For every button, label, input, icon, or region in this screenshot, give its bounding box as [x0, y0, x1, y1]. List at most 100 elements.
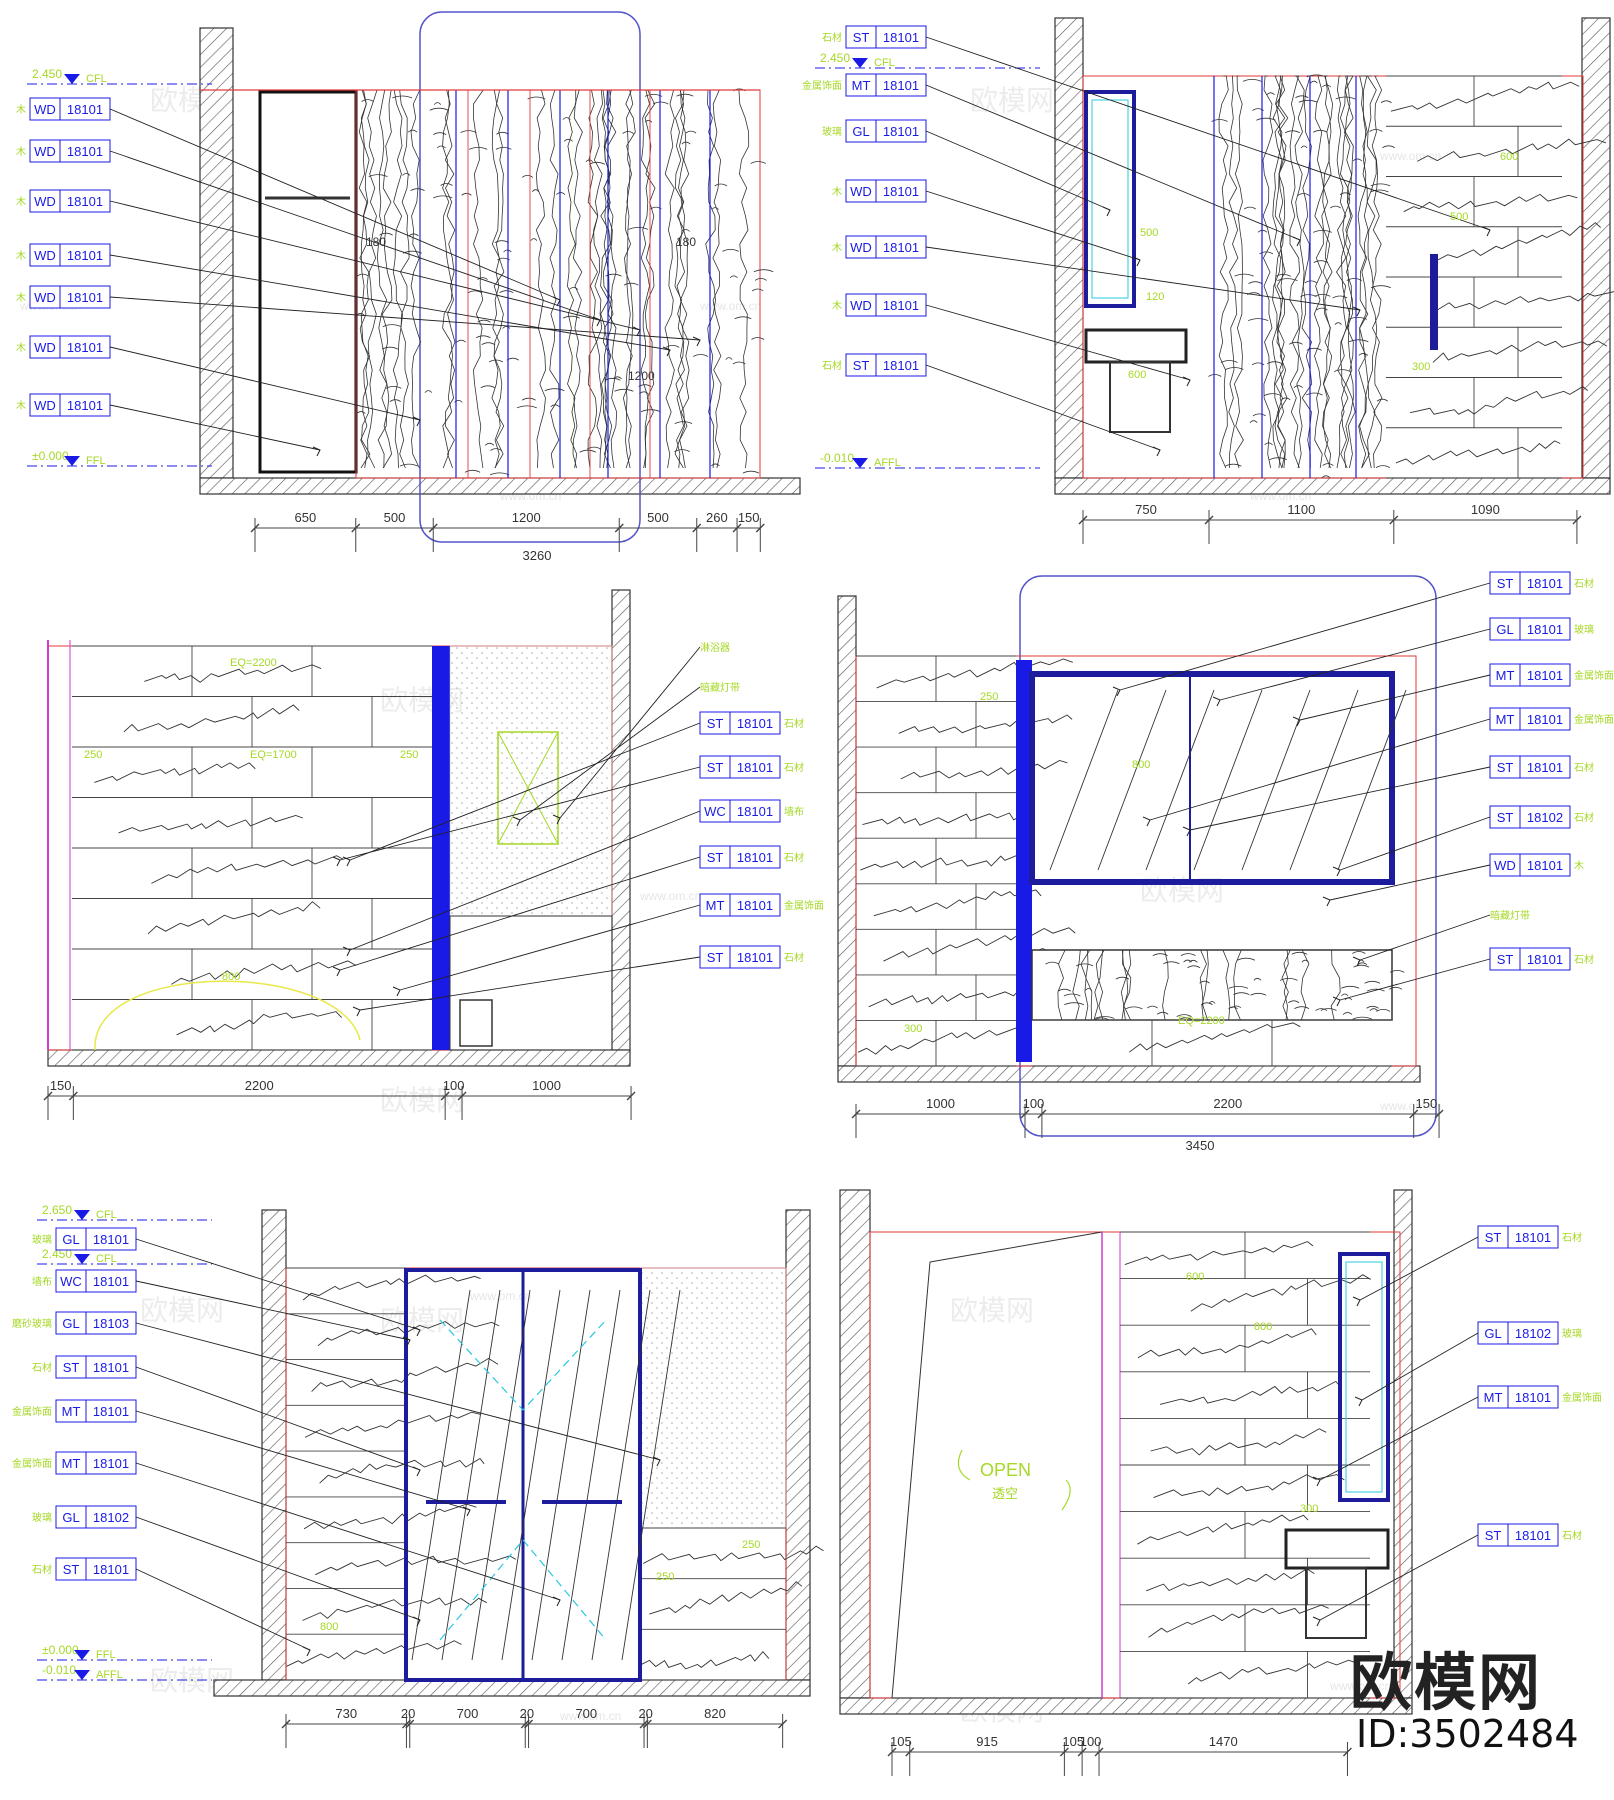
material-tag-code: MT: [1496, 712, 1515, 727]
material-tag-code: WC: [60, 1274, 82, 1289]
wood-grain-tick: [1334, 369, 1351, 372]
leader-arrow: [302, 1646, 311, 1657]
material-tag-suffix: 暗藏灯带: [700, 681, 740, 694]
wood-grain-line: [738, 89, 750, 469]
material-tag-code: WD: [34, 144, 56, 159]
wood-grain-tick: [1376, 1009, 1391, 1012]
wood-grain-tick: [1237, 957, 1256, 961]
material-tag-number: 18101: [883, 124, 919, 139]
wood-grain-tick: [1348, 339, 1369, 343]
wood-grain-line: [1228, 75, 1239, 469]
level-triangle: [74, 1670, 90, 1680]
material-tag-number: 18101: [1527, 712, 1563, 727]
wood-grain-tick: [1115, 976, 1130, 980]
wood-grain-line: [606, 89, 618, 469]
bathtub-outline: [94, 980, 361, 1051]
mirror-frame: [1084, 90, 1136, 308]
wood-grain-tick: [1314, 294, 1331, 297]
wood-grain-line: [1336, 75, 1347, 469]
note-value: 300: [1300, 1503, 1318, 1515]
note-value: 300: [904, 1023, 922, 1035]
glass-hatch: [561, 1289, 621, 1661]
wood-grain-line: [493, 89, 505, 469]
note-value: 250: [400, 749, 418, 761]
wood-grain-tick: [1233, 992, 1250, 996]
wood-grain-tick: [1348, 317, 1367, 320]
wood-grain-tick: [527, 96, 546, 100]
wood-grain-tick: [1038, 948, 1047, 951]
wood-grain-tick: [1228, 1006, 1238, 1010]
note-value: 250: [84, 749, 102, 761]
wood-grain-tick: [1320, 1008, 1337, 1011]
wood-grain-tick: [1313, 129, 1328, 133]
faint-watermark-brand: 欧模网: [970, 85, 1054, 116]
wood-grain-tick: [379, 232, 393, 236]
wood-grain-line: [1199, 949, 1208, 1021]
wood-grain-tick: [1242, 79, 1262, 82]
material-tag-number: 18101: [883, 30, 919, 45]
leader-line: [1359, 1236, 1479, 1301]
material-tag-number: 18101: [737, 898, 773, 913]
wood-grain-tick: [628, 227, 649, 230]
dimension-value: 260: [706, 510, 728, 525]
dimension-value: 20: [520, 1706, 534, 1721]
wood-grain-tick: [1382, 145, 1396, 149]
material-tag-prefix: 木: [832, 300, 842, 312]
dimension-tick: [887, 1747, 897, 1757]
wood-grain-tick: [433, 195, 453, 199]
level-tag: AFFL: [96, 1669, 123, 1681]
wood-grain-tick: [729, 275, 738, 279]
level-triangle: [74, 1210, 90, 1220]
level-value: ±0.000: [32, 449, 69, 463]
wood-grain-tick: [356, 273, 369, 277]
note-value: 800: [222, 971, 240, 983]
note-value: 800: [320, 1621, 338, 1633]
wood-grain-tick: [714, 183, 728, 187]
mirror-glass: [1345, 1261, 1383, 1493]
wood-grain-tick: [1045, 961, 1060, 965]
wood-grain-line: [622, 89, 634, 469]
wood-grain-tick: [433, 132, 447, 136]
leader-line: [925, 84, 1301, 241]
faint-watermark-brand: 欧模网: [950, 1295, 1034, 1326]
material-tag-suffix: 石材: [784, 717, 804, 730]
mirror-hatch: [1193, 689, 1263, 871]
wood-grain-tick: [754, 278, 767, 281]
dimension-tick: [626, 1091, 636, 1101]
wood-grain-tick: [488, 359, 504, 363]
material-tag-number: 18101: [883, 298, 919, 313]
material-tag-number: 18102: [93, 1510, 129, 1525]
note-value: 300: [1412, 361, 1430, 373]
wood-grain-tick: [408, 233, 419, 237]
dimension-tick: [1434, 1109, 1444, 1119]
wood-grain-tick: [639, 391, 649, 395]
wood-grain-tick: [368, 174, 388, 177]
vanity-top: [1284, 1528, 1390, 1570]
leader-arrow: [1152, 446, 1161, 457]
material-tag-prefix: 石材: [822, 31, 842, 44]
wood-grain-line: [1093, 949, 1104, 1021]
dimension-value: 150: [1416, 1096, 1438, 1111]
wall-fabric: [639, 1267, 787, 1529]
wood-grain-tick: [467, 290, 483, 294]
leader-arrow: [402, 1336, 411, 1347]
leader-arrow: [1332, 996, 1341, 1007]
leader-arrow: [342, 946, 351, 957]
marble-vein: [1137, 1328, 1317, 1359]
material-tag-suffix: 石材: [1562, 1529, 1582, 1542]
door-frame: [258, 90, 358, 474]
wood-grain-tick: [1369, 1008, 1378, 1011]
wood-grain-line: [1339, 75, 1351, 469]
material-tag-code: MT: [1484, 1390, 1503, 1405]
wood-grain-tick: [530, 238, 538, 241]
wood-grain-line: [444, 89, 456, 469]
level-value: -0.010: [42, 1663, 76, 1677]
wood-grain-tick: [674, 449, 690, 452]
floor-slab-section: [199, 477, 801, 495]
wood-grain-tick: [1220, 360, 1238, 363]
dimension-tick: [642, 1719, 652, 1729]
